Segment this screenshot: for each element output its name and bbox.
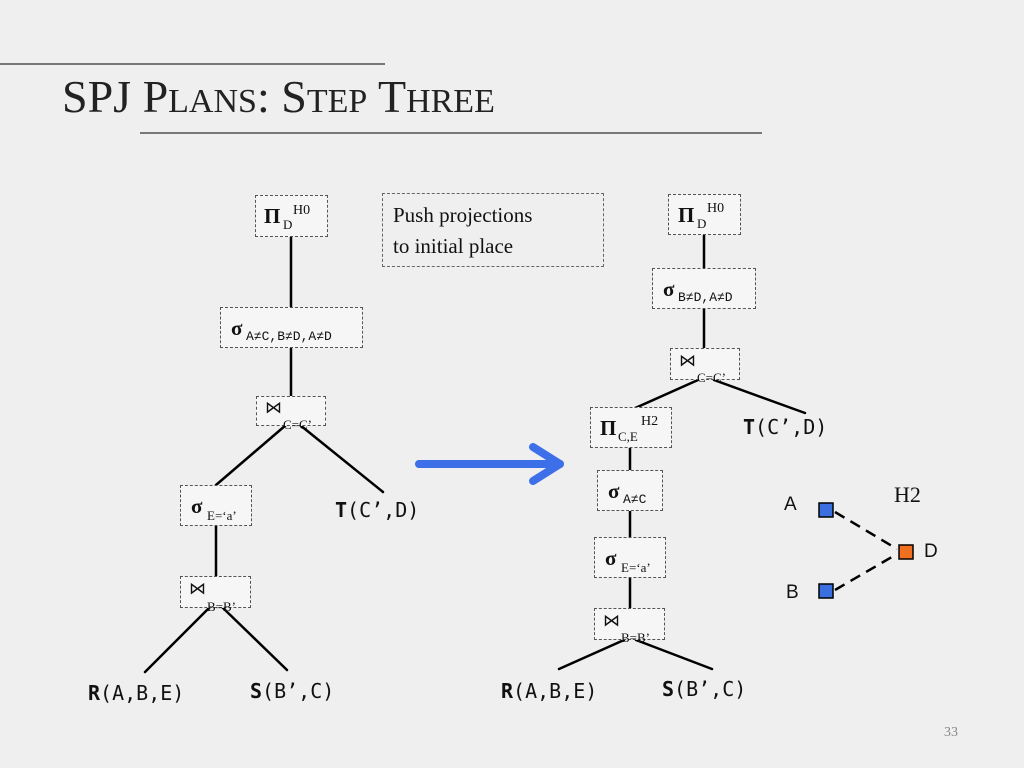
- right-projection-2-node: Π C,E H2: [590, 407, 672, 448]
- edge-right-join2-r: [557, 638, 626, 671]
- edge-left-join2-r: [143, 605, 212, 674]
- right-join-node-2: ⋈ B=B’: [594, 608, 665, 645]
- hyperedge-a-d: [834, 510, 898, 551]
- note-line-2: to initial place: [393, 234, 514, 258]
- right-projection-node: Π D H0: [668, 194, 741, 235]
- vertex-a: [818, 502, 834, 518]
- right-leaf-t: T(C’,D): [743, 415, 828, 439]
- page-title: SPJ PLANS: STEP THREE: [62, 71, 495, 122]
- left-leaf-s: S(B’,C): [250, 679, 335, 703]
- edge-right-join1-proj2: [631, 378, 700, 411]
- left-join-node-2: ⋈ B=B’: [180, 576, 251, 614]
- right-selection-ac-node: σ A≠C: [597, 470, 663, 511]
- header-rule-bottom: [140, 132, 762, 134]
- annotation-note: Push projections to initial place: [382, 193, 604, 267]
- vertex-a-label: A: [784, 494, 797, 515]
- hyperedge-b-d: [834, 552, 898, 592]
- page-number: 33: [944, 725, 958, 740]
- left-join-node-1: ⋈ C=C’: [256, 396, 326, 432]
- hypergraph-title: H2: [894, 482, 921, 507]
- left-projection-node: Π D H0: [255, 195, 328, 237]
- left-leaf-r: R(A,B,E): [88, 681, 185, 705]
- vertex-d-label: D: [924, 541, 938, 562]
- left-leaf-t: T(C’,D): [335, 498, 420, 522]
- right-join-node-1: ⋈ C=C’: [670, 348, 740, 385]
- right-leaf-s: S(B’,C): [662, 677, 747, 701]
- edge-left-join1-selecte: [214, 423, 288, 487]
- vertex-b-label: B: [786, 582, 799, 603]
- edge-left-join2-s: [220, 605, 289, 672]
- left-selection-node: σ A≠C,B≠D,A≠D: [220, 307, 363, 348]
- note-line-1: Push projections: [393, 203, 533, 227]
- edge-left-join1-t: [298, 423, 385, 494]
- left-selection-e-node: σ E=‘a’: [180, 485, 252, 526]
- right-selection-node: σ B≠D,A≠D: [652, 268, 756, 309]
- vertex-b: [818, 583, 834, 599]
- vertex-d: [898, 544, 914, 560]
- edge-right-join2-s: [634, 638, 714, 671]
- right-selection-e-node: σ E=‘a’: [594, 537, 666, 578]
- edge-right-join1-t: [712, 378, 807, 415]
- transform-arrow: [415, 443, 564, 485]
- header-rule-top: [0, 63, 385, 65]
- right-leaf-r: R(A,B,E): [501, 679, 598, 703]
